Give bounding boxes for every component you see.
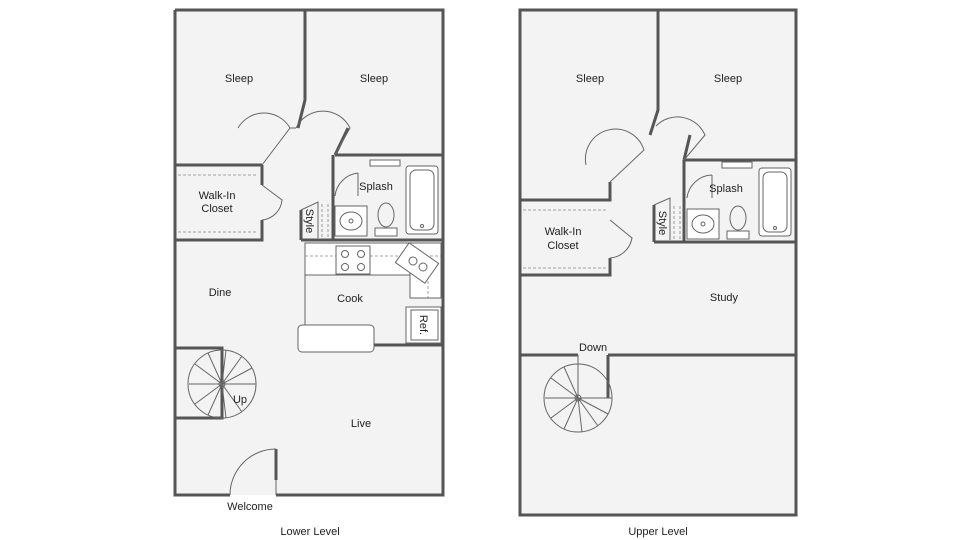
room-label-splash-upper: Splash (709, 183, 743, 195)
room-label-cook: Cook (337, 293, 363, 305)
room-label-sleep-lower-right: Sleep (360, 73, 388, 85)
caption-upper-level: Upper Level (628, 526, 687, 538)
room-label-walk-in-lower-1: Walk-In (199, 190, 236, 202)
room-label-dine: Dine (209, 287, 232, 299)
room-label-up: Up (233, 394, 247, 406)
room-label-style-upper: Style (656, 211, 668, 235)
room-label-style-lower: Style (303, 209, 315, 233)
room-label-welcome: Welcome (227, 501, 273, 513)
caption-lower-level: Lower Level (280, 526, 339, 538)
lower-level-plan (173, 8, 445, 497)
room-label-sleep-upper-left: Sleep (576, 73, 604, 85)
room-label-sleep-lower-left: Sleep (225, 73, 253, 85)
room-label-study: Study (710, 292, 739, 304)
room-label-walk-in-upper-1: Walk-In (545, 226, 582, 238)
spiral-stair-lower (187, 349, 257, 419)
room-label-walk-in-lower-2: Closet (201, 203, 232, 215)
room-label-down: Down (579, 342, 607, 354)
room-label-live: Live (351, 418, 371, 430)
room-label-ref: Ref. (417, 315, 429, 335)
room-label-sleep-upper-right: Sleep (714, 73, 742, 85)
spiral-stair-upper (543, 363, 613, 433)
room-label-splash-lower: Splash (359, 181, 393, 193)
upper-level-plan (518, 8, 798, 517)
room-label-walk-in-upper-2: Closet (547, 240, 578, 252)
